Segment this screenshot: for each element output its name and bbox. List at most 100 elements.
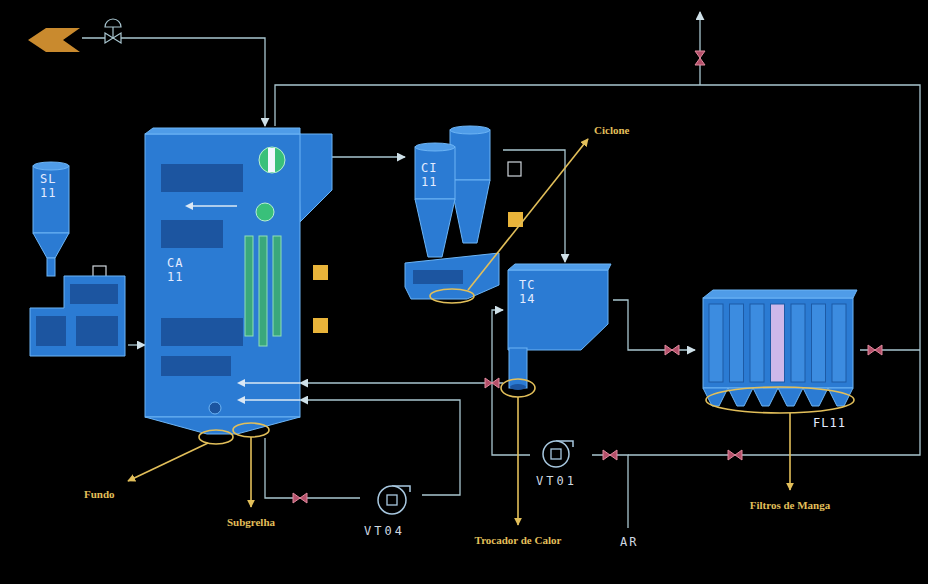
- exchanger-body: [508, 270, 608, 350]
- process-line: [300, 382, 503, 383]
- pipe: [82, 38, 265, 126]
- boiler-top: [145, 128, 300, 134]
- equipment-tag: SL 11: [40, 172, 64, 200]
- valve-symbol: [293, 493, 307, 503]
- status-indicator: [313, 318, 328, 333]
- filter-body: [703, 298, 853, 388]
- filter-hopper: [803, 388, 828, 406]
- callout-label: Trocador de Calor: [475, 533, 562, 547]
- boiler-panel: [161, 318, 243, 346]
- fan: VT01: [530, 436, 592, 502]
- label-holder: Ciclone: [594, 120, 629, 138]
- air-inlet: [243, 382, 300, 383]
- boiler-panel: [161, 164, 243, 192]
- valve-actuator: [105, 19, 121, 27]
- equipment-tag: TC 14: [519, 278, 543, 306]
- cyclone-cone: [450, 180, 490, 243]
- fan: VT04: [360, 480, 422, 552]
- cyclone: CI 11: [405, 125, 503, 303]
- arrow-head: [185, 202, 193, 210]
- fan-shape: [530, 436, 592, 502]
- fan-motor: [551, 449, 561, 459]
- label-holder: Fundo: [84, 484, 115, 502]
- valve-symbol: [603, 450, 617, 460]
- air-inlet: [243, 399, 300, 400]
- status-indicator: [508, 162, 521, 176]
- flow-arrow: [191, 205, 237, 207]
- cyclone-shape: [405, 125, 503, 303]
- equipment-tag: VT04: [364, 524, 422, 538]
- feeder-panel: [36, 316, 66, 346]
- feeder-panel: [70, 284, 118, 304]
- callout-ellipse: [233, 423, 269, 437]
- heat-exchanger: TC 14: [503, 262, 613, 392]
- leader-line: [517, 397, 519, 525]
- pipe: [275, 85, 920, 455]
- process-line: [300, 400, 460, 495]
- cyclone-base: [405, 253, 499, 299]
- cyclone-body: [450, 130, 490, 180]
- label-holder: Filtros de Manga: [710, 495, 870, 513]
- grate-element: [209, 402, 221, 414]
- leg-outlet: [510, 384, 526, 390]
- process-line: [265, 438, 360, 498]
- filter-bag: [832, 304, 846, 382]
- callout-ellipse: [501, 379, 535, 397]
- filter-hopper: [778, 388, 803, 406]
- screw-feeder: [30, 276, 125, 356]
- callout-ellipse: [199, 430, 233, 444]
- air-inlet-label: AR: [620, 535, 638, 549]
- filter-bag: [730, 304, 744, 382]
- callout-ellipse: [430, 289, 474, 303]
- label-holder: Trocador de Calor: [438, 530, 598, 548]
- boiler-body: [145, 134, 300, 417]
- equipment-tag: CI 11: [421, 161, 445, 189]
- valve-stem: [112, 27, 113, 38]
- callout-label: Filtros de Manga: [750, 498, 830, 512]
- equipment-tag: FL11: [813, 416, 860, 430]
- heating-tube: [273, 236, 281, 336]
- exchanger-leg: [509, 348, 527, 388]
- fan-housing: [378, 486, 406, 514]
- leader-line: [789, 413, 791, 490]
- heating-tube: [245, 236, 253, 336]
- back-arrow: [28, 28, 80, 52]
- filter-bag: [709, 304, 723, 382]
- feeder-panel: [76, 316, 118, 346]
- base-panel: [413, 270, 463, 284]
- leader-line: [128, 443, 208, 481]
- boiler-hopper: [145, 417, 300, 434]
- filter-bag: [771, 304, 785, 382]
- silo: SL 11: [28, 158, 128, 363]
- exchanger-top: [508, 264, 611, 270]
- valve-symbol: [868, 345, 882, 355]
- cyclone-top: [450, 126, 490, 134]
- valve-symbol: [728, 450, 742, 460]
- filter-bag: [812, 304, 826, 382]
- cyclone-top: [415, 143, 455, 151]
- boiler-outlet: [298, 134, 332, 222]
- bag-filter-shape: [695, 288, 860, 433]
- equipment-tag: VT01: [536, 474, 592, 488]
- process-line: [613, 300, 695, 350]
- fan-housing: [543, 441, 569, 467]
- exhaust-pipe: [699, 12, 700, 85]
- valve-symbol: [485, 378, 499, 388]
- filter-hopper: [753, 388, 778, 406]
- burner: [259, 147, 285, 173]
- cyclone-cone: [415, 199, 455, 257]
- equipment-tag: CA 11: [167, 256, 191, 284]
- heating-tube: [259, 236, 267, 346]
- boiler-panel: [161, 220, 223, 248]
- status-indicator: [313, 265, 328, 280]
- arrow-head: [237, 379, 245, 387]
- silo-neck: [47, 258, 55, 276]
- leader-line: [468, 139, 588, 290]
- air-pipe: [592, 455, 628, 528]
- filter-bag: [750, 304, 764, 382]
- callout-label: Ciclone: [594, 123, 629, 137]
- label-holder: Subgrelha: [191, 512, 311, 530]
